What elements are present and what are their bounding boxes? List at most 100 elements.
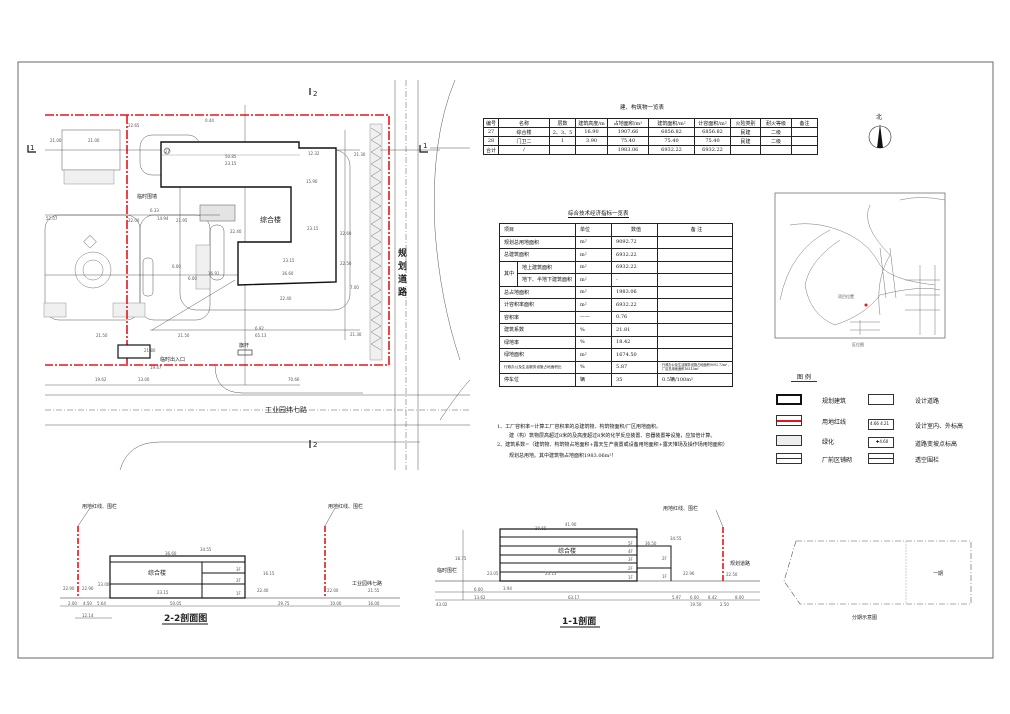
elev-label: 23.15 <box>283 258 295 263</box>
cell: 地下、半地下建筑面积 <box>516 273 577 287</box>
cell <box>657 273 733 287</box>
section-road-label: 规划道路 <box>730 560 750 567</box>
section-mark-2-south: 2 <box>313 441 317 449</box>
elev-label: 23.15 <box>307 226 319 231</box>
table-header-row: 编号 名称 层数 建筑高度/m 占地面积/m² 建筑面积/m² 计容面积/m² … <box>483 118 818 128</box>
dim-label: 8.00 <box>735 595 744 600</box>
legend-sample-value: 4.60 <box>879 439 889 444</box>
header-cell: 备注 <box>791 118 818 128</box>
floor-label: 1F <box>236 591 242 596</box>
north-label: 北 <box>876 113 882 121</box>
cell: m² <box>575 285 613 299</box>
elev-label: 22.90 <box>82 586 94 591</box>
cell: 辆 <box>575 373 613 387</box>
cell <box>657 285 733 299</box>
location-map: 项目位置 区位图 <box>774 192 946 347</box>
elev-label: 22.00 <box>327 588 339 593</box>
section-dim-labels: 2.00 4.50 5.64 50.05 29.75 10.00 16.00 1… <box>68 571 380 618</box>
tree-row-hatch <box>370 127 382 351</box>
cell <box>791 136 818 146</box>
cell: 1907.66 <box>607 127 649 137</box>
elev-label: 23.00 <box>98 582 110 587</box>
red-line-callout: 用地红线、围栏 <box>82 503 117 510</box>
cell: 合计 <box>483 145 499 155</box>
section-1-1-title: 1-1剖面 <box>562 615 596 627</box>
cell: 综合楼 <box>498 127 550 137</box>
cell: m² <box>575 348 613 362</box>
greening-symbol <box>776 435 802 446</box>
cell: m² <box>575 248 613 262</box>
elev-label: 34.55 <box>200 547 212 552</box>
cell: 1 <box>549 136 576 146</box>
dim-label: 16.00 <box>368 601 380 606</box>
cell <box>657 248 733 262</box>
dim-label: 63.17 <box>568 595 580 600</box>
cell: 3.90 <box>575 136 608 146</box>
legend-item-label: 设计室内、外标高 <box>915 423 964 430</box>
red-line-callout: 用地红线、围栏 <box>328 503 363 510</box>
plaza-diamond <box>83 234 97 249</box>
property-red-line <box>45 114 390 366</box>
cell <box>549 145 576 155</box>
building-name-label: 综合楼 <box>260 215 281 224</box>
section-elevations: 41.90 39.65 36.50 34.55 23.15 23.05 22.9… <box>487 522 738 577</box>
header-cell: 项目 <box>498 223 577 237</box>
floor-label: 3F <box>236 567 242 572</box>
dim-label: 6.00 <box>690 595 699 600</box>
section-elevations: 34.55 36.60 23.15 22.90 22.90 23.00 22.4… <box>63 547 380 595</box>
header-cell: 备 注 <box>657 223 733 237</box>
header-cell: 数值 <box>611 223 659 237</box>
cell: 1983.06 <box>611 285 659 299</box>
road-east-label: 规划道路 <box>396 247 407 300</box>
note-2b: 规划总用地。其中建筑物占地面积1983.06m²！ <box>509 453 617 459</box>
cell <box>657 235 733 249</box>
dim-label: 7.00 <box>350 285 359 290</box>
cell: 行政办公及生活服务设施占地面积比 <box>498 360 577 374</box>
elev-label: 22.60 <box>340 231 352 236</box>
cell: 0.5辆/100m² <box>657 373 733 387</box>
cell: - <box>611 273 659 287</box>
cell: 28 <box>483 136 499 146</box>
section-dim-labels: 6.00 13.62 3.94 63.17 5.97 6.00 8.42 8.0… <box>436 556 744 607</box>
header-cell: 耐火等级 <box>760 118 792 128</box>
cell: 行政办公及生活服务设施占地面积9092.72m²，厂区总用地面积16313m² <box>657 360 733 374</box>
cell: 6932.22 <box>611 260 659 274</box>
dim-label: 12.32 <box>308 151 320 156</box>
legend-item-label: 透空围栏 <box>915 457 940 464</box>
cell: 计容积率面积 <box>498 298 577 312</box>
table-row: 绿地率%18.42 <box>498 335 733 349</box>
legend-title: 图 例 <box>791 372 817 382</box>
project-location-label: 项目位置 <box>838 293 854 299</box>
header-cell: 建筑高度/m <box>575 118 608 128</box>
dim-label: 0.44 <box>205 118 214 123</box>
main-building-outline <box>160 141 337 286</box>
header-cell: 层数 <box>549 118 576 128</box>
cell: 6932.22 <box>611 298 659 312</box>
cell: 容积率 <box>498 310 577 324</box>
cell <box>657 310 733 324</box>
plaza-inner-circle <box>82 259 104 281</box>
floor-label: 1F <box>628 575 634 580</box>
dim-label: 6.00 <box>188 276 197 281</box>
cell <box>760 145 792 155</box>
legend-item-label: 绿化 <box>822 439 835 446</box>
cell: 5.87 <box>611 360 659 374</box>
elev-label: 23.15 <box>225 161 237 166</box>
elev-label: 23.15 <box>545 571 557 576</box>
dim-label: 2.00 <box>68 601 77 606</box>
cell: % <box>575 323 613 337</box>
dim-label: 52.07 <box>46 216 58 221</box>
cell <box>657 348 733 362</box>
elev-label: 41.90 <box>565 522 577 527</box>
elev-label: 36.50 <box>645 541 657 546</box>
cell: 18.42 <box>611 335 659 349</box>
cell: 6856.82 <box>648 127 695 137</box>
dim-label: 22.65 <box>128 123 140 128</box>
legend-item-label: 规划建筑 <box>822 398 847 405</box>
